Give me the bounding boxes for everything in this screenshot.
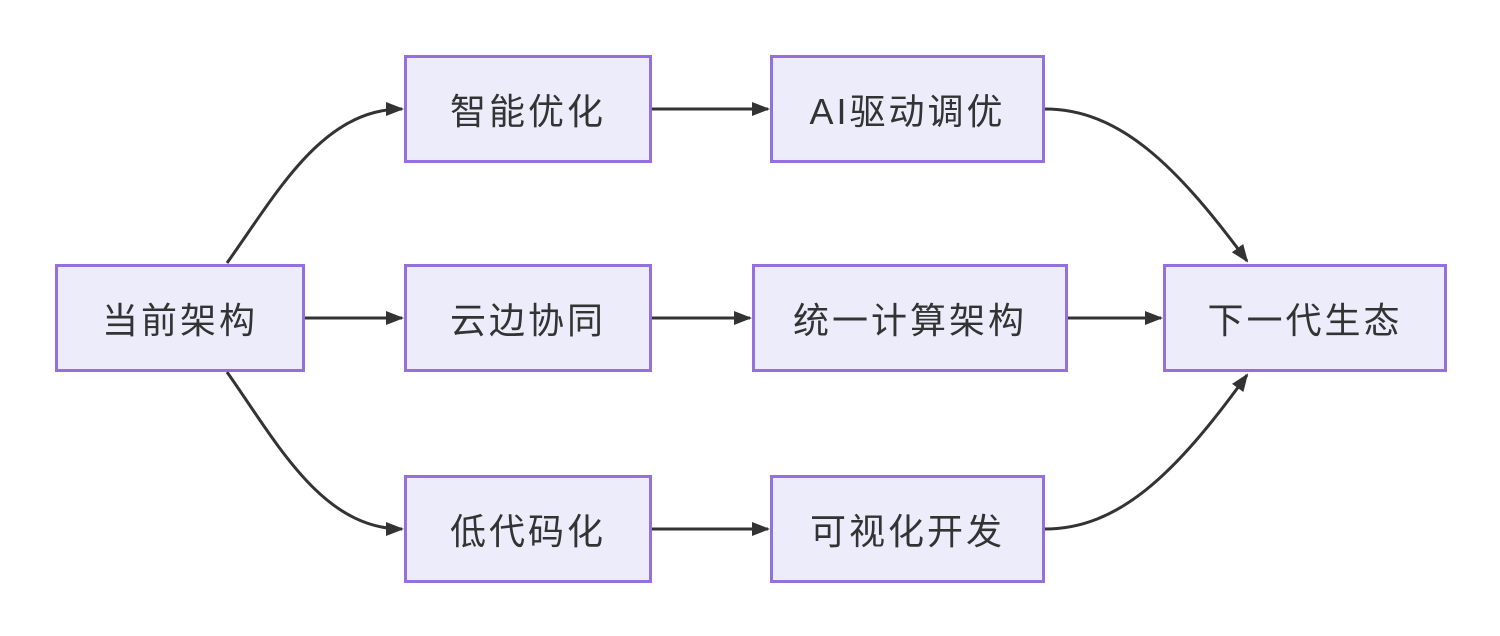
node-cloud-edge-collaboration: 云边协同 — [404, 264, 652, 372]
node-label: 智能优化 — [449, 91, 606, 132]
edge-visual-dev-to-next-gen — [1044, 373, 1249, 531]
node-label: 云边协同 — [449, 300, 606, 341]
node-label: 下一代生态 — [1207, 300, 1403, 341]
node-next-generation-ecosystem: 下一代生态 — [1163, 264, 1447, 372]
node-label: 统一计算架构 — [792, 300, 1027, 341]
node-unified-computing-architecture: 统一计算架构 — [752, 264, 1068, 372]
node-label: 可视化开发 — [809, 511, 1005, 552]
node-ai-driven-tuning: AI驱动调优 — [770, 55, 1045, 163]
edge-current-to-smart-opt — [225, 102, 404, 264]
node-visual-development: 可视化开发 — [770, 475, 1045, 583]
edge-current-to-low-code — [225, 371, 404, 536]
node-low-code: 低代码化 — [404, 475, 652, 583]
node-label: AI驱动调优 — [809, 91, 1006, 132]
node-label: 低代码化 — [449, 511, 606, 552]
node-label: 当前架构 — [101, 300, 258, 341]
node-current-architecture: 当前架构 — [55, 264, 305, 372]
edge-ai-tuning-to-next-gen — [1044, 107, 1249, 263]
node-smart-optimization: 智能优化 — [404, 55, 652, 163]
